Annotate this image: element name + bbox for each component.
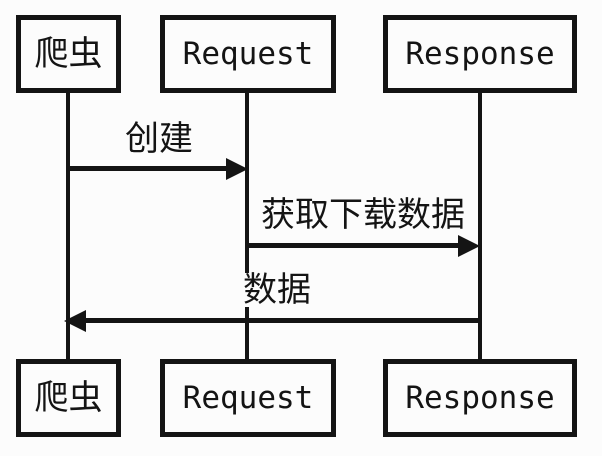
actor-label-request-bottom: Request (182, 379, 314, 416)
message-arrow-fetch-download-data (249, 243, 462, 248)
message-label-fetch-download-data: 获取下载数据 (259, 195, 467, 235)
lifeline-response (478, 92, 482, 360)
lifeline-request (245, 92, 249, 360)
message-label-data: 数据 (241, 270, 313, 310)
arrowhead-right-icon (226, 158, 248, 180)
actor-box-response-bottom: Response (383, 359, 577, 437)
message-label-create: 创建 (123, 119, 195, 159)
actor-box-crawler-bottom: 爬虫 (16, 359, 121, 437)
actor-box-response-top: Response (383, 15, 577, 93)
actor-label-response-bottom: Response (405, 379, 555, 416)
actor-label-response-top: Response (405, 35, 555, 72)
actor-label-request-top: Request (182, 35, 314, 72)
actor-label-crawler-top: 爬虫 (34, 34, 103, 74)
message-arrow-create (68, 166, 228, 171)
actor-box-request-bottom: Request (160, 359, 336, 437)
arrowhead-right-icon (458, 235, 480, 257)
actor-box-crawler-top: 爬虫 (16, 15, 121, 93)
arrowhead-left-icon (64, 310, 86, 332)
actor-box-request-top: Request (160, 15, 336, 93)
lifeline-crawler (66, 92, 70, 360)
message-arrow-data (86, 318, 480, 323)
actor-label-crawler-bottom: 爬虫 (34, 378, 103, 418)
